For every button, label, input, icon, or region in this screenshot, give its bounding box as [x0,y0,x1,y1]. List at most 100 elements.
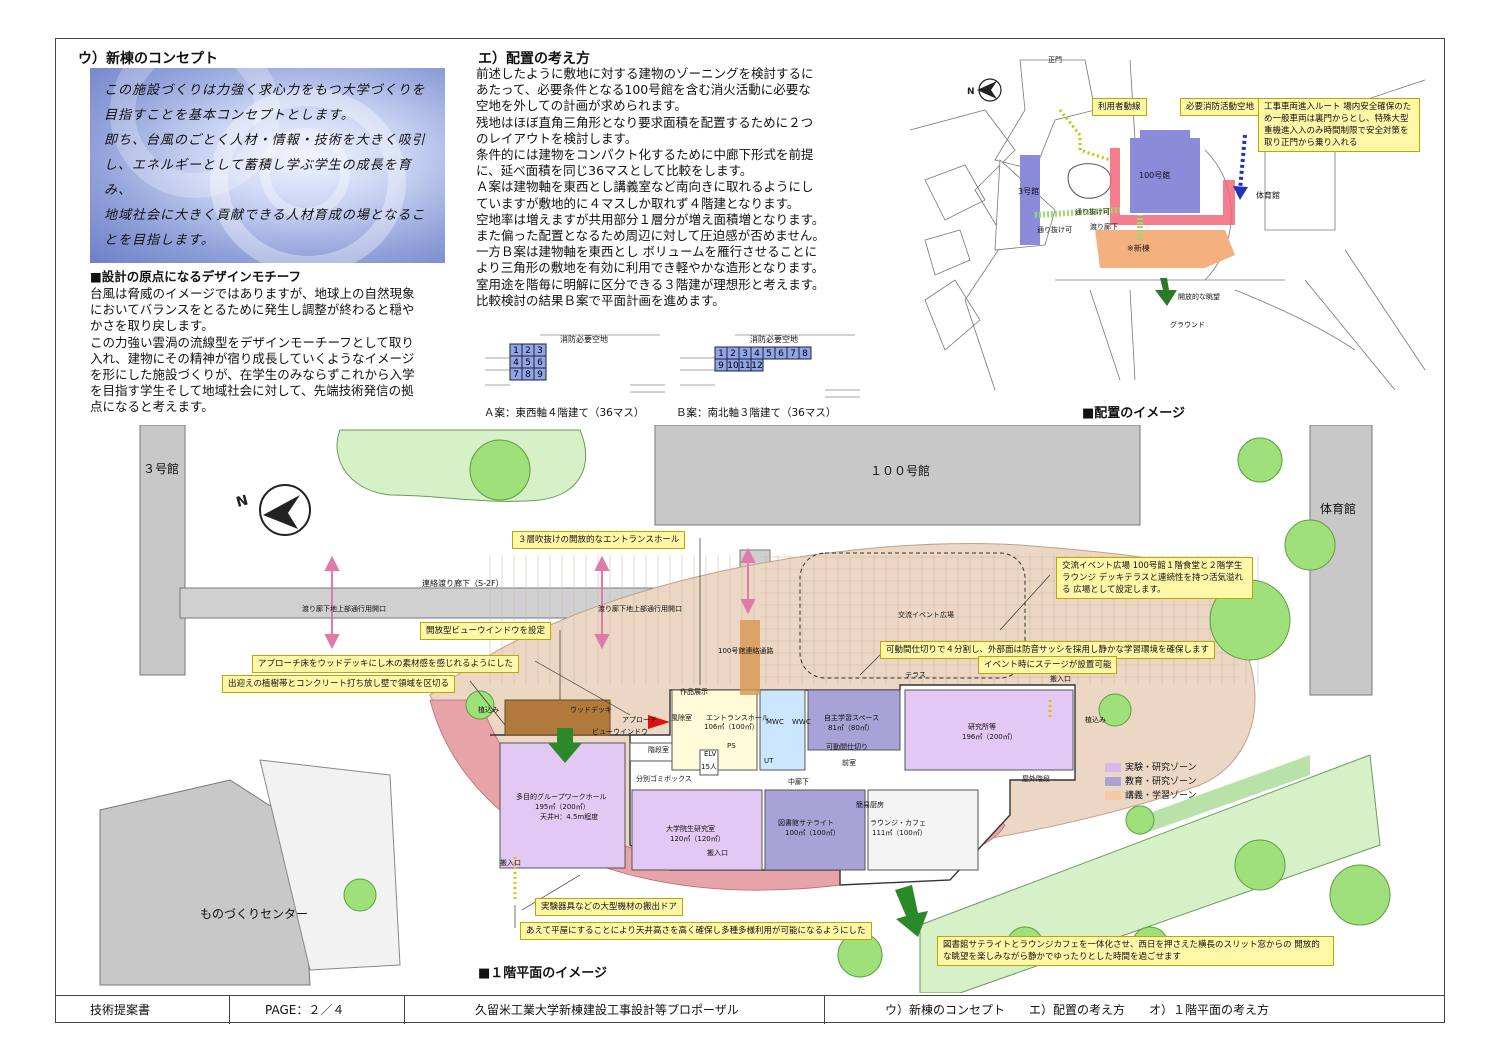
plan-monozukuri: ものづくりセンター [200,907,309,921]
concept-line: とを目指します。 [104,233,215,248]
label-wood-deck: アプローチ床をウッドデッキにし木の素材感を感じれるようにした [252,655,520,673]
room-entrance: エントランスホール [706,714,769,722]
room-wc-m: MWC [766,718,784,726]
layout-line: 空地率は増えますが共用部分１層分が増え面積増となります。 [476,211,825,227]
room-ps: PS [727,742,736,750]
label-view-window: 開放型ビューウインドウを設定 [420,622,552,640]
site-new-text: ※新棟 [1127,243,1150,253]
room-terrace: テラス [905,671,926,679]
site-gate: 正門 [1048,56,1062,64]
legend-label: 講義・学習ゾーン [1125,791,1197,801]
plan-cell-number: 4 [754,349,760,359]
room-selfstudy: 自主学習スペース [824,714,880,722]
room-gallery: 作品展示 [680,688,708,696]
label-event-plaza: 交流イベント広場 100号館１階食堂と２階学生ラウンジ デッキテラスと連続性を持… [1056,557,1253,599]
layout-line: 一方Ｂ案は建物軸を東西とし ボリュームを雁行させることに [476,244,818,260]
motif-line: かさを取り戻します。 [90,318,214,334]
layout-text: 前述したように敷地に対する建物のゾーニングを検討するにあたって、必要条件となる1… [476,66,866,309]
layout-line: ていますが敷地的に４マスしか取れず４階建となります。 [476,195,800,211]
plan-bridge-pass2: 渡り廊下地上部通行用開口 [598,605,682,613]
plan-cell-number: 6 [537,358,543,368]
label-stage: イベント時にステージが設置可能 [978,656,1118,674]
motif-line: を形にした施設づくりが、在学生のみならずこれから入学 [90,367,415,383]
motif-text: 台風は脅威のイメージではありますが、地球上の自然現象においてバランスをとるために… [90,286,460,416]
room-planting2: 植込み [1085,716,1106,724]
site-gym: 体育館 [1256,191,1280,200]
room-lounge: ラウンジ・カフェ [870,819,926,827]
site-ground: グラウンド [1170,321,1205,329]
concept-line: この施設づくりは力強く求心力をもつ大学づくりを [104,83,426,98]
plan-cell-number: 12 [751,361,762,371]
room-corridor: 中廊下 [788,778,809,786]
layout-line: あたって、必要条件となる100号館を含む消火活動に必要な [476,82,811,98]
motif-line: においてバランスをとるために発生し調整が終わると穏や [90,302,415,318]
plan-bridge-pass1: 渡り廊下地上部通行用開口 [302,605,386,613]
plan-a-caption: Ａ案：東西軸４階建て（36マス） [484,407,645,419]
plan-cell-number: 10 [727,361,739,371]
room-windbreak: 風除室 [671,714,692,722]
plan-cell [750,358,764,372]
legend-swatch [1105,791,1121,800]
plan-caption: ■１階平面のイメージ [478,966,608,981]
footer: 技術提案書 PAGE：２／４ 久留米工業大学新棟建設工事設計等プロポーザル ウ）… [55,995,1445,1024]
motif-line: 入れ、建物にその精神が宿り成長していくようなイメージ [90,350,415,366]
room-ut: UT [764,757,774,765]
room-multipurpose-area: 195㎡（200㎡） [535,803,590,811]
legend-swatch [1105,763,1121,772]
room-planting1: 植込み [478,706,499,714]
room-entry3: 搬入口 [707,849,728,857]
svg-text:N: N [967,87,975,97]
room-selfstudy-area: 81㎡（80㎡） [828,724,874,732]
room-lab-area: 196㎡（200㎡） [962,733,1017,741]
layout-line: 空地を外しての計画が求められます。 [476,98,687,114]
room-multipurpose: 多目的グループワークホール [516,793,607,801]
plan-b-label: 消防必要空地 [750,335,798,344]
layout-line: 条件的には建物をコンパクト化するために中廊下形式を前提 [476,147,814,163]
motif-line: 台風は脅威のイメージではありますが、地球上の自然現象 [90,286,415,301]
layout-line: 前述したように敷地に対する建物のゾーニングを検討するに [476,66,814,81]
room-elv-cap: 15人 [701,763,717,771]
concept-line: 即ち、台風のごとく人材・情報・技術を大きく吸引 [104,133,426,148]
footer-page: PAGE：２／４ [230,996,405,1024]
room-kitchen: 簡易厨房 [856,801,884,809]
room-entrance-area: 106㎡（100㎡） [704,723,759,731]
zone-legend: 実験・研究ゾーン教育・研究ゾーン講義・学習ゾーン [1125,761,1197,803]
legend-label: 実験・研究ゾーン [1125,763,1197,773]
plan-path100: 100号館連絡通路 [718,647,774,655]
plan-cell-number: 1 [718,349,724,359]
concept-heading: ウ）新棟のコンセプト [78,51,218,67]
concept-line: 目指すことを基本コンセプトとします。 [104,108,355,123]
room-entry1: 搬入口 [1050,675,1071,683]
plan-cell [798,346,812,360]
plan-cell-number: 6 [778,349,784,359]
room-entry2: 搬入口 [500,859,521,867]
concept-typhoon-panel: この施設づくりは力強く求心力をもつ大学づくりを目指すことを基本コンセプトとします… [90,68,445,263]
plan-cell-number: 7 [513,370,519,380]
room-lounge-area: 111㎡（100㎡） [872,829,927,837]
room-lab: 研究所等 [968,723,996,731]
layout-line: のレイアウトを検討します。 [476,130,638,146]
layout-line: に、延べ面積を同じ36マスとして比較をします。 [476,163,753,179]
layout-line: 比較検討の結果Ｂ案で平面計画を進めます。 [476,292,725,308]
site-corridor: 渡り廊下 [1090,223,1118,231]
footer-doc: 技術提案書 [55,996,230,1024]
site-view: 開放的な眺望 [1178,293,1220,301]
site-caption: ■配置のイメージ [1082,406,1186,421]
room-approach: アプローチ [622,716,657,724]
room-viewwindow: ビューウインドウ [592,728,648,736]
plan-a-label: 消防必要空地 [560,335,608,344]
footer-sections: ウ）新棟のコンセプト エ）配置の考え方 オ）１階平面の考え方 [885,1003,1270,1017]
room-grad-area: 120㎡（120㎡） [670,835,725,843]
label-library: 図書館サテライトとラウンジカフェを一体化させ、西日を押さえた横長のスリット窓から… [937,936,1334,966]
room-ceiling-h: 天井H：4.5m程度 [540,813,599,821]
label-entrance-hall: ３層吹抜けの開放的なエントランスホール [512,531,686,549]
motif-heading: ■設計の原点になるデザインモチーフ [90,269,302,284]
floor-plan: N [99,425,1391,993]
plan-cell-number: 1 [513,346,519,356]
plan-north-arrow: N [234,484,311,536]
room-stair: 階段室 [648,746,669,754]
label-planting: 出迎えの植樹帯とコンクリート打ち放し壁で領域を区切る [222,675,456,693]
site-pass2: 通り抜け可 [1037,226,1072,234]
room-lib: 図書館サテライト [778,819,834,827]
motif-line: 点になると考えます。 [90,399,214,415]
